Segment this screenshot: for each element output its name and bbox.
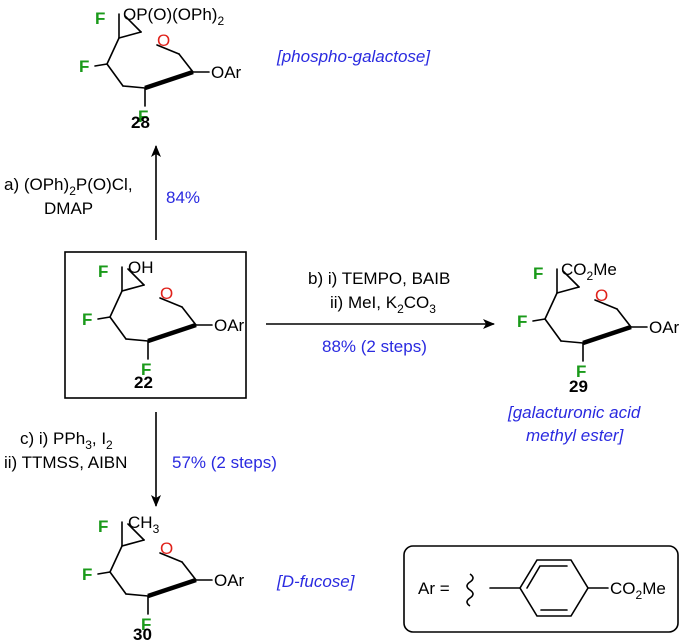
label-d-fucose: [D-fucose] [276,572,356,591]
fluorine-c3: F [82,310,92,329]
conditions-c-line1: c) i) PPh3, I2 [20,429,113,452]
compound-number-22: 22 [134,373,153,392]
ring-oxygen: O [595,286,608,305]
methyl-ester-group: CO2Me [561,260,617,283]
yield-a: 84% [166,188,200,207]
benzene-ring [519,559,589,617]
phosphate-group: OP(O)(OPh)2 [123,5,224,28]
label-galacturonic-acid-1: [galacturonic acid [507,403,641,422]
attachment-wavy-bond [466,573,474,607]
conditions-a-line1: a) (OPh)2P(O)Cl, [4,175,133,198]
conditions-c-line2: ii) TTMSS, AIBN [4,453,127,472]
conditions-a-line2: DMAP [44,199,93,218]
ar-label: Ar = [418,579,450,598]
compound-22: O F F F OAr OH [82,258,245,379]
compound-29: O F F F OAr CO2Me [517,260,680,381]
compound-number-29: 29 [569,377,588,396]
ar-legend-box [403,545,679,633]
fluorine-c2: F [141,360,151,379]
oar-group: OAr [649,318,680,337]
compound-number-28: 28 [131,113,150,132]
ring-oxygen: O [160,284,173,303]
ring-oxygen: O [160,539,173,558]
fluorine-c4: F [533,264,543,283]
starting-material-box [64,251,247,399]
label-phospho-galactose: [phospho-galactose] [276,47,431,66]
fluorine-c3: F [517,312,527,331]
fluorine-c4: F [95,9,105,28]
oar-group: OAr [214,571,245,590]
fluorine-c4: F [98,517,108,536]
methyl-group: CH3 [128,513,160,536]
fluorine-c3: F [82,565,92,584]
compound-28: O F F F OAr OP(O)(OPh)2 [79,5,242,126]
fluorine-c4: F [98,262,108,281]
label-galacturonic-acid-2: methyl ester] [526,426,625,445]
compound-number-30: 30 [133,625,152,643]
oar-group: OAr [211,63,242,82]
fluorine-c2: F [138,107,148,126]
oar-group: OAr [214,316,245,335]
yield-c: 57% (2 steps) [172,453,277,472]
ar-ester-group: CO2Me [610,579,666,602]
compound-30: O F F F OAr CH3 [82,513,245,634]
conditions-b-line2: ii) MeI, K2CO3 [330,293,436,316]
conditions-b-line1: b) i) TEMPO, BAIB [308,269,450,288]
fluorine-c2: F [576,362,586,381]
ring-oxygen: O [157,31,170,50]
fluorine-c3: F [79,57,89,76]
hydroxyl-group: OH [128,258,154,277]
fluorine-c2: F [141,615,151,634]
yield-b: 88% (2 steps) [322,337,427,356]
